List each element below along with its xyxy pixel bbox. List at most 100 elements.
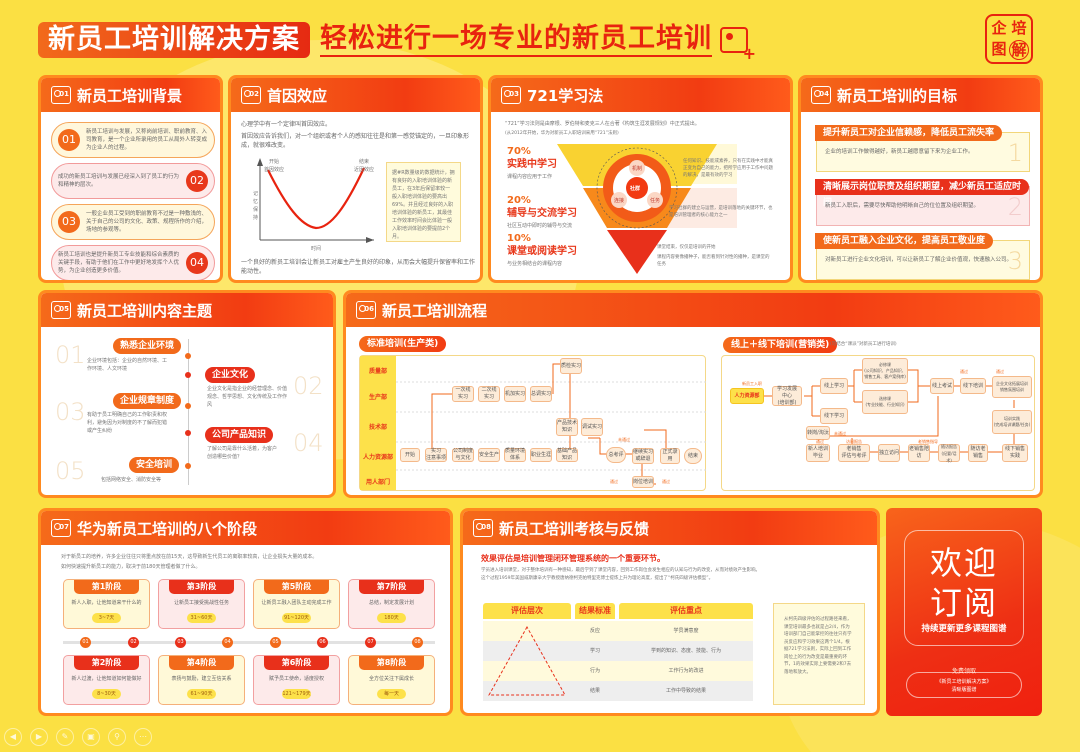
table-cell: 学员满意度: [673, 628, 699, 634]
timeline-dot: [185, 403, 191, 409]
timeline-axis: [63, 641, 435, 644]
tagline: 持续更新更多课程图谱: [921, 624, 1007, 634]
marketing-training-tag: 线上＋线下培训(营销类): [723, 337, 838, 353]
topic-tag: 企业规章制度: [113, 393, 182, 409]
timeline-dot: [185, 463, 191, 469]
card-header: 07 华为新员工培训的八个阶段: [41, 511, 450, 545]
more-options-icon[interactable]: ⋯: [134, 728, 152, 746]
card-background: 01 新员工培训背景 01 新员工培训与发展，又称岗前培训、职前教育、入司教育，…: [38, 75, 223, 283]
flow-node: 公司制度 与文化: [452, 448, 474, 462]
previous-slide-icon[interactable]: ◀: [4, 728, 22, 746]
table-row: 行为工作行为的改进: [483, 661, 753, 681]
flow-node: 质量环境 体系: [504, 448, 526, 462]
card-assessment-feedback: 08 新员工培训考核与反馈 效果评估是培训管理闭环管理系统的一个重要环节。 学员…: [460, 508, 880, 716]
goal-number: 3: [1007, 247, 1023, 275]
table-cell: 反应: [589, 628, 600, 634]
stage-card: 第4阶段表扬与鼓励，建立互信关系 61~90天: [158, 655, 245, 705]
goal-item: 使新员工融入企业文化，提高员工敬业度 对新员工进行企业文化培训，可以让新员工了解…: [815, 233, 1030, 280]
stage-title: 第1阶段: [74, 580, 139, 594]
topic-tag: 企业文化: [205, 367, 256, 383]
timeline-pin: 07: [365, 637, 376, 648]
page-title: 新员工培训解决方案: [38, 22, 310, 58]
timeline-pin: 06: [317, 637, 328, 648]
level-70: 70% 实践中学习 课程内容应用于工作: [507, 146, 577, 181]
card-header: 04 新员工培训的目标: [801, 78, 1040, 112]
card-training-process: 06 新员工培训流程 标准培训(生产类) 质量部 生产部 技术部 人力资源部 用…: [343, 290, 1043, 498]
table-header: 评估层次: [483, 603, 571, 619]
topic-number: 03: [55, 398, 86, 426]
analysis-note: 从柯氏四级评估的过程路径来看，课堂培训最多也就是占2/4，作为培训部门自己能掌控…: [773, 603, 865, 705]
level-sub: 社区互动中即时的辅导与交流: [507, 223, 573, 229]
brand-logo: 企 培 图 解: [985, 14, 1033, 64]
pyramid-triangle: [488, 625, 566, 696]
item-number: 03: [58, 211, 80, 233]
item-text: 新员工培训与发展，又称岗前培训、职前教育、入司教育，是一个企业所录用的员工从局外…: [86, 129, 208, 151]
flow-node: 必修课 (公司知识、产品知识、 销售工具、客户案例库): [862, 358, 908, 384]
speech-bubble: [904, 530, 1024, 646]
lane-label: 技术部: [368, 424, 387, 431]
note-text: 从柯氏四级评估的过程路径来看，课堂培训最多也就是占2/4，作为培训部门自己能掌控…: [784, 617, 852, 675]
flow-node: 质检实习: [560, 358, 582, 374]
person-number-icon: 03: [501, 86, 521, 104]
slides-grid-icon[interactable]: ▣: [82, 728, 100, 746]
zoom-icon[interactable]: ⚲: [108, 728, 126, 746]
stage-period: 121~179天: [282, 689, 311, 699]
topic-tag: 熟悉企业环境: [113, 338, 182, 354]
free-download-button[interactable]: 《新员工培训解决方案》 清晰版图谱: [906, 672, 1022, 698]
stage-period: 每一天: [377, 689, 406, 699]
marketing-flow: 人力资源部 新员工入职 学习发展 中心 (培训部) 线上学习 线下学习 必修课 …: [721, 355, 1035, 491]
level-10: 10% 课堂或阅读学习 与业务相结合的课程内容: [507, 233, 587, 268]
stage-period: 61~90天: [187, 689, 216, 699]
pen-icon[interactable]: ✎: [56, 728, 74, 746]
goal-text: 对新员工进行企业文化培训，可以让新员工了解企业价值观，快速融入公司。: [825, 257, 1013, 263]
flow-connectors: [764, 369, 1015, 453]
footer-text: 一个良好的新员工培训会让新员工对雇主产生良好的印象，从而会大幅提升保留率和工作能…: [241, 259, 476, 275]
table-cell: 学习: [589, 648, 600, 654]
level-percent: 10%: [507, 233, 531, 244]
lane-label: 质量部: [368, 368, 387, 375]
person-number-icon: 04: [811, 86, 831, 104]
level-name: 辅导与交流学习: [507, 208, 577, 219]
topic-number: 05: [55, 457, 86, 485]
timeline-dot: [185, 353, 191, 359]
goal-item: 提升新员工对企业信赖感，降低员工流失率 企业的培训工作做得越好，新员工越愿意留下…: [815, 125, 1030, 172]
topic-text: 包括网络安全、消防安全等: [101, 477, 162, 483]
table-cell: 行为: [589, 668, 600, 674]
goal-number: 2: [1007, 193, 1023, 221]
subscribe-card[interactable]: 欢迎 订阅 持续更新更多课程图谱 免费领取 《新员工培训解决方案》 清晰版图谱: [886, 508, 1042, 716]
flow-node: 二次线 实习: [478, 386, 500, 402]
flow-node: 培训实践 (完成培训课题/任务): [992, 410, 1032, 434]
intro-note: (从2012年开始，华为对新员工入职培训采用“721”法则): [505, 131, 619, 136]
chart-y-label: 记忆保持: [253, 191, 259, 221]
table-row: 结果工作中导致的结果: [483, 681, 753, 701]
wheel-center-label: 社群: [630, 186, 641, 192]
body-text: 学员进入培训课堂，对于整体培训有一种感知，最后学到了课堂内容，回到工作岗位会发生…: [481, 568, 760, 581]
stage-period: 3~7天: [92, 613, 121, 623]
stage-title: 第5阶段: [264, 580, 329, 594]
stage-title: 第4阶段: [169, 656, 234, 670]
card-content-topics: 05 新员工培训内容主题 01 熟悉企业环境 企业环境包括：企业的自然环境、工作…: [38, 290, 336, 498]
card-header: 05 新员工培训内容主题: [41, 293, 333, 327]
flow-node: 转岗/淘汰: [806, 426, 830, 440]
flow-node: 基础产品 知识: [556, 448, 578, 462]
download-item: 清晰版图谱: [951, 687, 977, 693]
triangle-funnel: [557, 144, 737, 274]
card-primacy-effect: 02 首因效应 心理学中有一个定律叫首因效应。 首因效应告诉我们，对一个组织或者…: [228, 75, 483, 283]
standard-flow: 质量部 生产部 技术部 人力资源部 用人部门 开始 实习 注意事项 公司制度 与…: [359, 355, 707, 491]
next-slide-icon[interactable]: ▶: [30, 728, 48, 746]
card-header: 01 新员工培训背景: [41, 78, 220, 112]
stage-desc: 表扬与鼓励，建立互信关系: [171, 676, 232, 682]
stage-title: 第7阶段: [359, 580, 424, 594]
marketing-note: (可结合“课派”对新员工进行培训): [830, 342, 897, 347]
flow-label: 新员工入职: [742, 381, 762, 386]
flow-node: 继续实习 或辞退: [632, 448, 654, 464]
lane-label: 人力资源部: [362, 454, 393, 461]
flow-node-hr: 人力资源部: [730, 388, 764, 404]
flow-node: 线上考试: [930, 378, 954, 394]
wheel-node-label: 机制: [632, 166, 643, 172]
standard-training-tag: 标准培训(生产类): [359, 336, 447, 352]
flow-node: 机加实习: [504, 386, 526, 402]
stage-desc: 让新员工融入团队主动完成工作: [261, 600, 332, 606]
person-number-icon: 05: [51, 301, 71, 319]
